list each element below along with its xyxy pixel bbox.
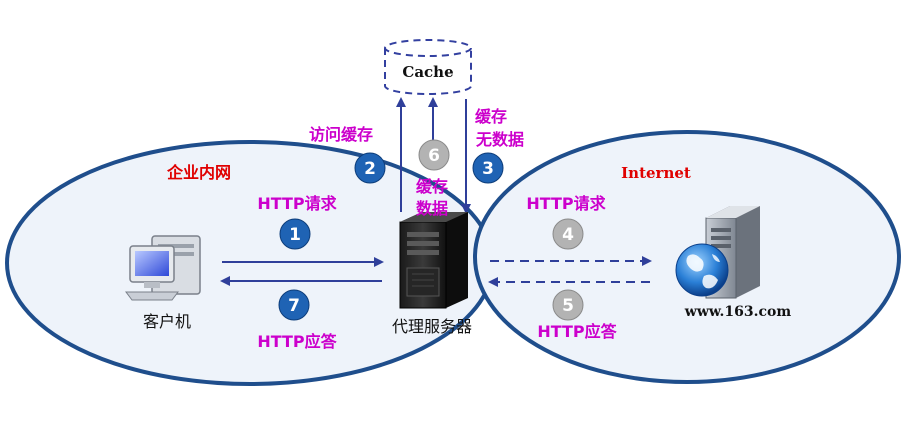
step-3-badge: 3 (472, 152, 504, 184)
step-5-number: 5 (562, 296, 574, 316)
step-7-label: HTTP应答 (257, 332, 337, 351)
step-4-number: 4 (562, 225, 574, 245)
step-5-label: HTTP应答 (537, 322, 617, 341)
cache-store: Cache (384, 39, 472, 95)
proxy-label: 代理服务器 (392, 317, 472, 336)
step-2-number: 2 (364, 159, 376, 179)
step-7-badge: 7 (278, 289, 310, 321)
step-4-label: HTTP请求 (526, 194, 606, 213)
cache-label: Cache (402, 63, 453, 81)
step-6-label-line1: 缓存 (415, 177, 448, 196)
step-5-badge: 5 (552, 289, 584, 321)
internet-title: Internet (621, 164, 691, 182)
step-7-number: 7 (288, 296, 300, 316)
step-1-badge: 1 (279, 218, 311, 250)
step-2-badge: 2 (354, 152, 386, 184)
step-6-badge: 6 (418, 139, 450, 171)
step-1-label: HTTP请求 (257, 194, 337, 213)
client-label: 客户机 (143, 312, 191, 331)
intranet-title: 企业内网 (166, 163, 231, 182)
step-3-label-line1: 缓存 (474, 107, 507, 126)
step-1-number: 1 (289, 225, 301, 245)
step-6-label-line2: 数据 (416, 199, 448, 218)
server-tower-icon (399, 212, 468, 309)
desktop-computer-icon (125, 235, 201, 301)
step-2-label: 访问缓存 (309, 125, 373, 144)
web-server-globe-icon (675, 206, 760, 299)
step-6-number: 6 (428, 146, 440, 166)
step-3-number: 3 (482, 159, 494, 179)
step-4-badge: 4 (552, 218, 584, 250)
remote-host-label: www.163.com (684, 304, 792, 320)
step-3-label-line2: 无数据 (475, 130, 524, 149)
